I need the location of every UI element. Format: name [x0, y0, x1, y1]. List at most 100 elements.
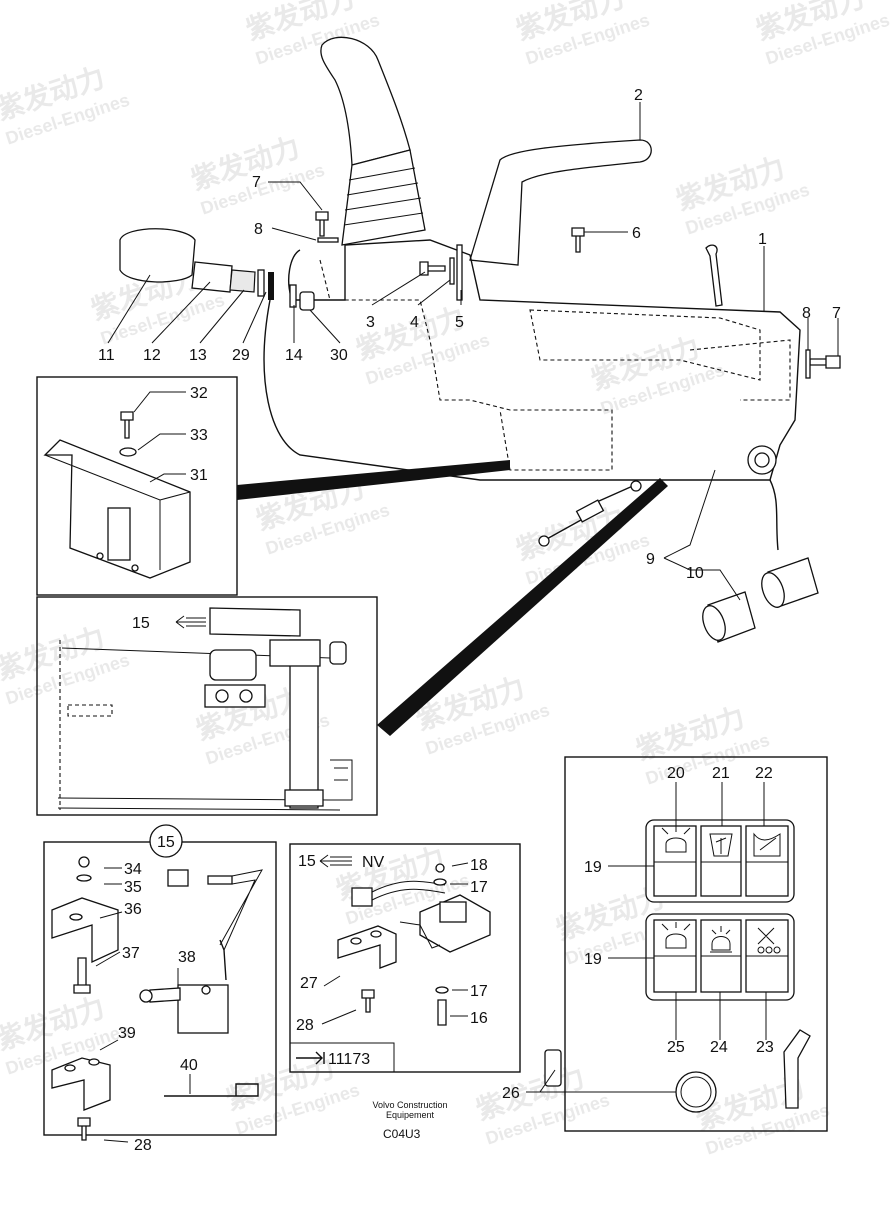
callout-14: 14 — [285, 347, 303, 364]
detail-switch-panel-box: 19 19 20 21 22 25 24 23 26 — [502, 756, 828, 1132]
callout-9: 9 — [646, 551, 655, 568]
arrow-left-icon — [175, 615, 206, 629]
threaded-rod — [229, 269, 256, 293]
armrest-lever — [469, 139, 652, 266]
screw-32 — [120, 411, 134, 439]
callout-39: 39 — [118, 1025, 136, 1042]
footer-line1: Volvo Construction — [372, 1100, 447, 1110]
washer-13 — [257, 269, 265, 297]
callout-3: 3 — [366, 314, 375, 331]
callout-20: 20 — [667, 765, 685, 782]
washer-8-left — [317, 237, 339, 243]
callout-34: 34 — [124, 861, 142, 878]
nut-18 — [435, 863, 445, 873]
beacon-icon — [710, 926, 732, 953]
callout-5: 5 — [455, 314, 464, 331]
detail-bracket-box: 32 33 31 — [36, 376, 510, 596]
connector — [167, 869, 189, 887]
callout-40: 40 — [180, 1057, 198, 1074]
callouts-top: 2 1 7 8 6 8 7 11 12 13 29 14 30 3 4 5 9 … — [98, 87, 841, 582]
callout-2: 2 — [634, 87, 643, 104]
ref-number: 11173 — [328, 1051, 370, 1068]
screw-28-left — [77, 1117, 91, 1141]
switch-22[interactable] — [745, 825, 789, 897]
callout-23: 23 — [756, 1039, 774, 1056]
footer: Volvo Construction Equipement C04U3 — [372, 1100, 447, 1141]
callout-25: 25 — [667, 1039, 685, 1056]
washer-14 — [289, 284, 297, 308]
switch-21[interactable] — [700, 825, 742, 897]
bushing-30 — [299, 291, 315, 311]
detail-switch-mount-box: 15 — [36, 478, 668, 816]
callout-10: 10 — [686, 565, 704, 582]
callout-4: 4 — [410, 314, 419, 331]
callout-30: 30 — [330, 347, 348, 364]
callout-29: 29 — [232, 347, 250, 364]
callout-18: 18 — [470, 857, 488, 874]
arrow-right-icon — [296, 1051, 325, 1065]
callout-28-mid: 28 — [296, 1017, 314, 1034]
small-lever — [705, 244, 723, 307]
callout-1: 1 — [758, 231, 767, 248]
callout-32: 32 — [190, 385, 208, 402]
switch-body-26 — [544, 1049, 562, 1087]
callout-16: 16 — [470, 1010, 488, 1027]
washer-8-right — [805, 349, 811, 379]
callout-15-circled: 15 — [157, 834, 175, 851]
connector — [351, 887, 373, 907]
screw-6 — [571, 227, 585, 253]
knob-adapter — [191, 261, 233, 293]
rear-wiper-icon — [753, 832, 781, 857]
circled-15 — [149, 824, 183, 858]
callout-12: 12 — [143, 347, 161, 364]
joystick-bellows — [341, 149, 426, 246]
rod-40 — [164, 1083, 259, 1097]
callout-7-right: 7 — [832, 305, 841, 322]
nut-34 — [78, 856, 90, 868]
callout-8-right: 8 — [802, 305, 811, 322]
callout-24: 24 — [710, 1039, 728, 1056]
callout-26: 26 — [502, 1085, 520, 1102]
plate-5 — [456, 244, 463, 301]
control-console-assembly — [119, 36, 841, 643]
callout-22: 22 — [755, 765, 773, 782]
nv-label: NV — [362, 854, 385, 871]
callout-33: 33 — [190, 427, 208, 444]
washer-33 — [119, 447, 137, 457]
bracket-39 — [51, 1057, 111, 1111]
relay-unit — [419, 894, 491, 953]
screw-37 — [73, 957, 91, 994]
diagram-code: C04U3 — [383, 1127, 421, 1141]
detail-pointer — [237, 460, 510, 500]
detail-nv-box: 15 NV 18 17 17 16 27 28 11173 — [289, 843, 521, 1073]
callout-17: 17 — [470, 879, 488, 896]
washer-4 — [449, 257, 455, 285]
washer-17-top — [433, 878, 447, 886]
arrow-left-icon — [319, 854, 352, 868]
callout-15-nv: 15 — [298, 853, 316, 870]
callout-6: 6 — [632, 225, 641, 242]
detail-pointer — [377, 478, 668, 736]
callout-11: 11 — [98, 347, 115, 364]
detail-parts-15-box: 15 34 35 36 37 38 39 40 28 — [43, 824, 277, 1154]
callout-19: 19 — [584, 859, 602, 876]
washer-35 — [76, 874, 92, 882]
wiper-icon — [709, 833, 733, 857]
callout-17-lower: 17 — [470, 983, 488, 1000]
knob — [119, 228, 196, 283]
fan-icon — [757, 927, 781, 954]
callout-35: 35 — [124, 879, 142, 896]
knob-26[interactable] — [675, 1071, 717, 1113]
screw-28-mid — [361, 989, 375, 1013]
work-light-icon — [661, 826, 691, 853]
work-light-icon — [661, 922, 691, 949]
callout-38: 38 — [178, 949, 196, 966]
switch-20[interactable] — [653, 825, 697, 897]
callout-7: 7 — [252, 174, 261, 191]
footer-line2: Equipement — [386, 1110, 435, 1120]
bracket-27 — [337, 925, 397, 969]
callout-13: 13 — [189, 347, 207, 364]
screw-3 — [419, 261, 446, 276]
